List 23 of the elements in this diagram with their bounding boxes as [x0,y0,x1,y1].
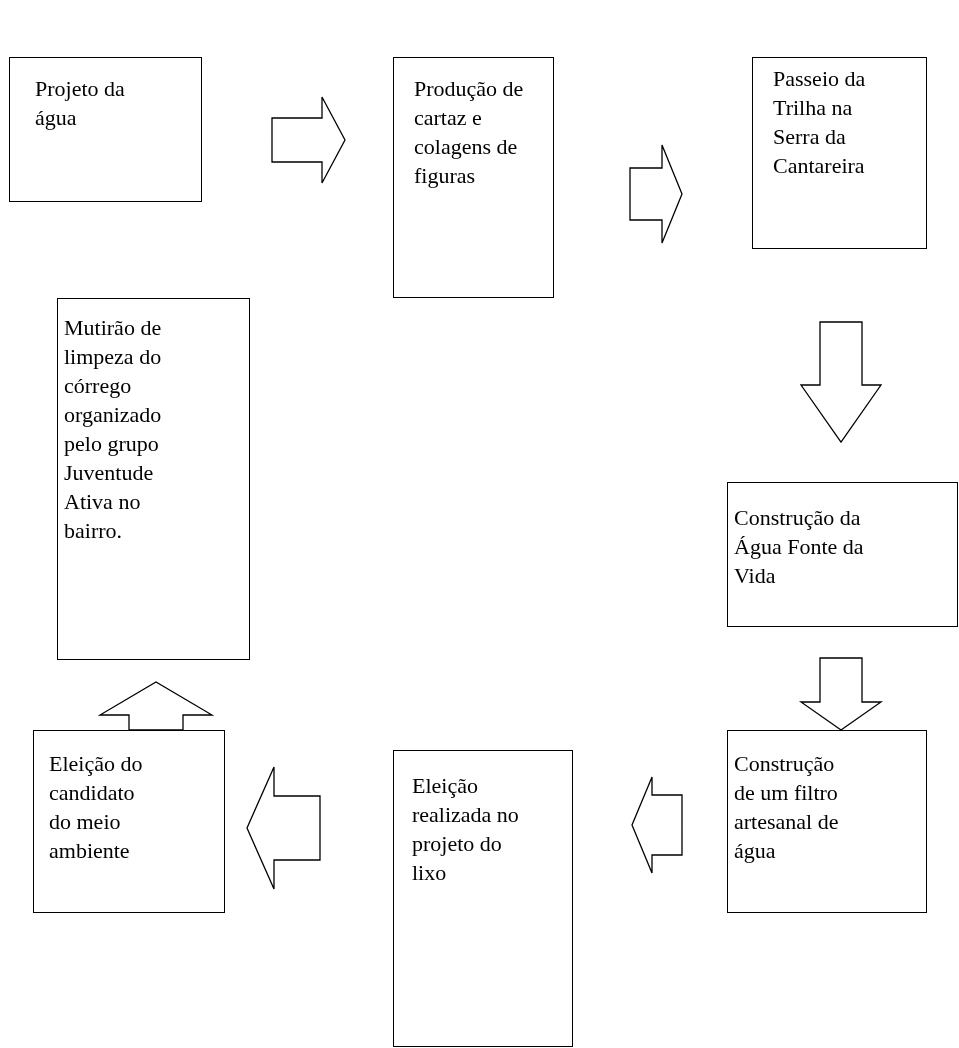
box-text: Passeio da Trilha na Serra da Cantareira [773,65,867,180]
process-box [752,57,927,249]
process-box [727,482,958,627]
block-arrow [246,766,321,890]
block-arrow [798,657,884,731]
block-arrow [799,321,883,444]
box-text: Produção de cartaz e colagens de figuras [414,75,525,190]
box-text: Mutirão de limpeza do córrego organizado pelo grupo Juventude Ativa no bairro. [64,314,163,545]
block-arrow [271,96,346,184]
process-box [393,57,554,298]
process-box [727,730,927,913]
box-text: Construção de um filtro artesanal de água [734,750,840,865]
process-box [393,750,573,1047]
box-text: Eleição realizada no projeto do lixo [412,772,520,887]
box-text: Projeto da água [35,75,126,132]
block-arrow [631,776,683,874]
block-arrow [629,144,683,244]
block-arrow [97,681,215,731]
box-text: Construção da Água Fonte da Vida [734,504,865,590]
process-box [9,57,202,202]
box-text: Eleição do candidato do meio ambiente [49,750,144,865]
process-box [57,298,250,660]
process-box [33,730,225,913]
